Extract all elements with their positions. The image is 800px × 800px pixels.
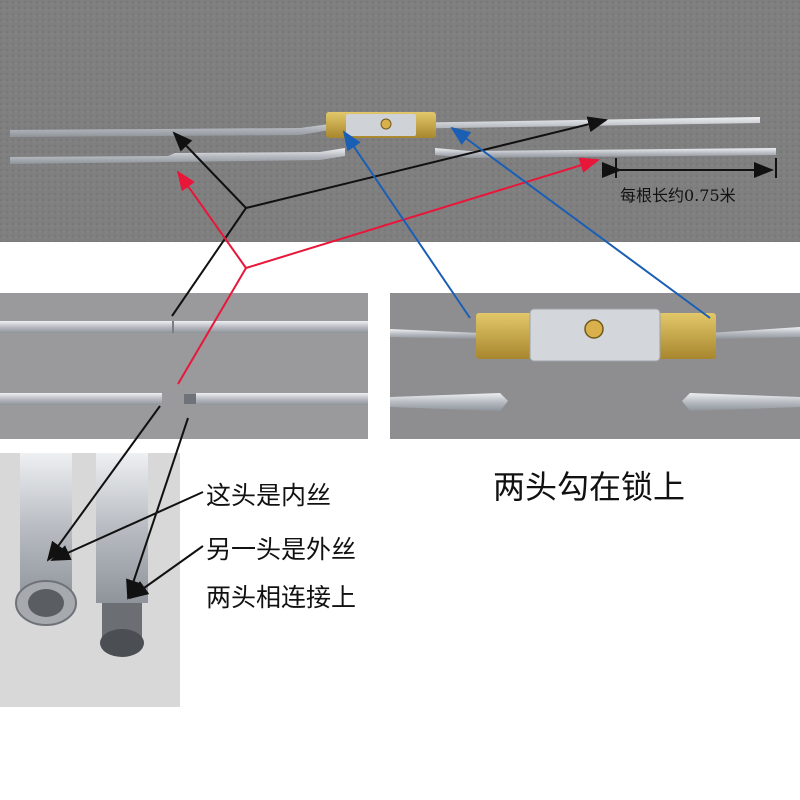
note-male-thread: 另一头是外丝: [206, 535, 357, 564]
hook-end-right: [682, 393, 800, 411]
female-thread-icon: [28, 589, 64, 617]
closeup-rod-upper: [0, 321, 368, 333]
closeup-rod-lower-right: [196, 393, 368, 405]
hook-end-left: [390, 393, 508, 411]
note-female-thread: 这头是内丝: [206, 481, 332, 510]
note-connect: 两头相连接上: [206, 583, 357, 612]
length-label: 每根长约0.75米: [620, 186, 736, 205]
male-thread-rod: [96, 453, 148, 603]
thread-ends-photo: [0, 453, 180, 707]
lock-closeup-photo: [390, 293, 800, 439]
closeup-rod-lower-left: [0, 393, 162, 405]
lock-caption: 两头勾在锁上: [493, 468, 686, 506]
rods-closeup-photo: [0, 293, 368, 439]
lock-cylinder-icon: [584, 319, 604, 339]
keyhole-icon: [380, 118, 392, 130]
